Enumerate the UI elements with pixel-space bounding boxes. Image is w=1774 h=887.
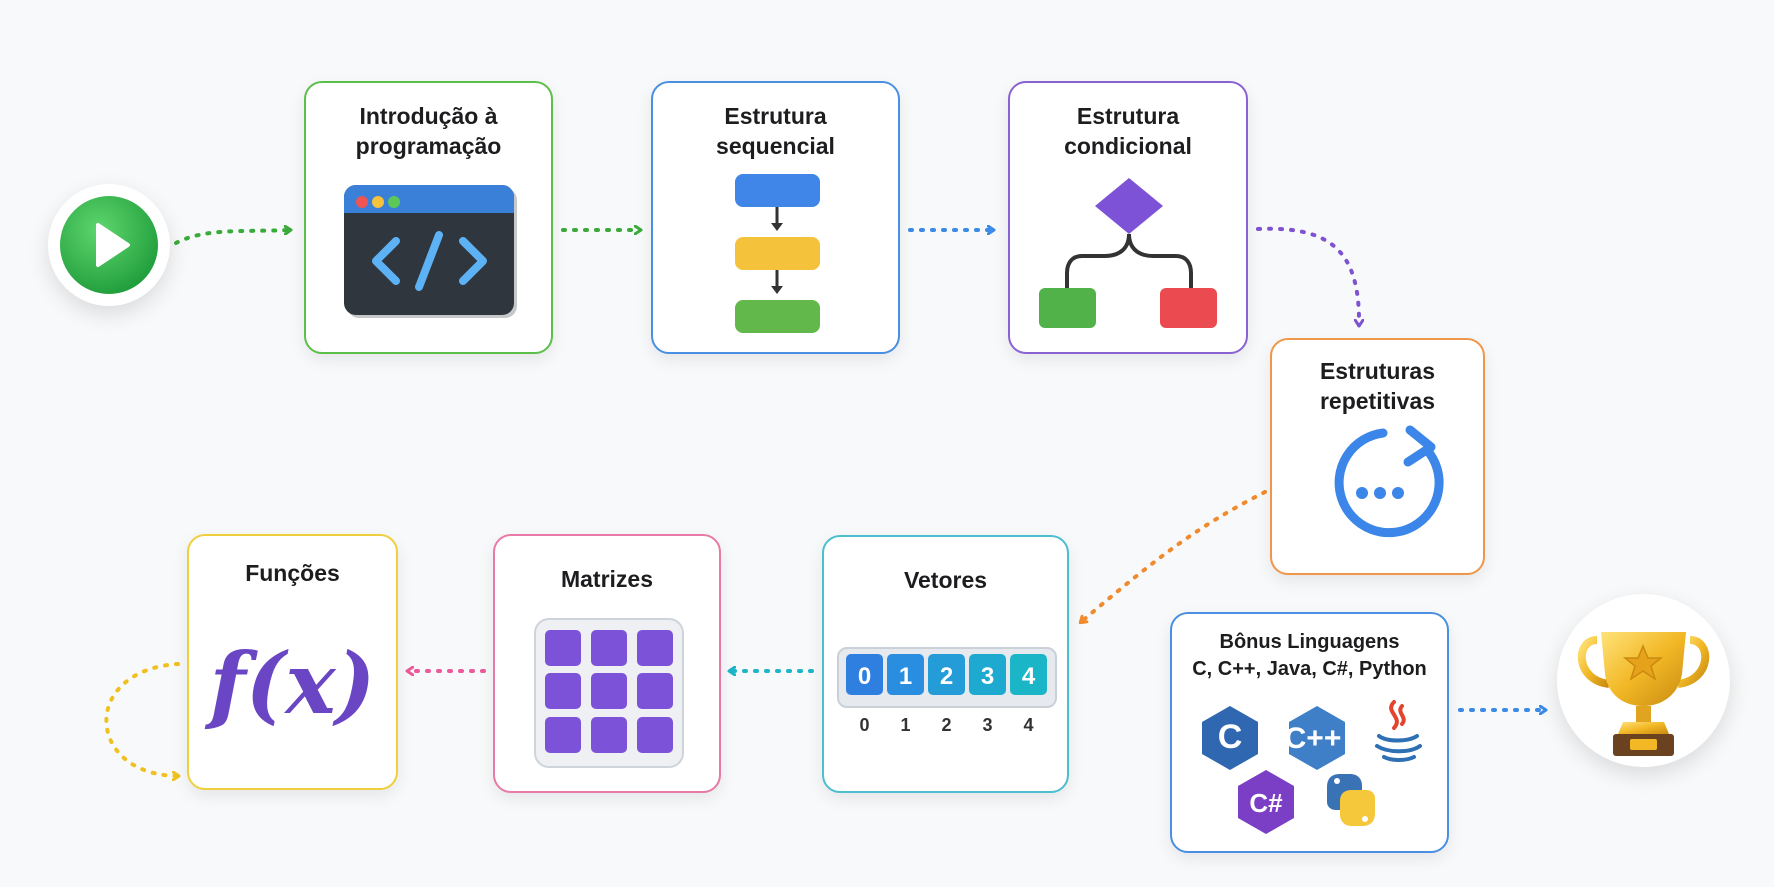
vector-index: 2 bbox=[941, 715, 951, 735]
vector-cell bbox=[887, 654, 924, 695]
step-functions[interactable]: Funções f(x) bbox=[187, 534, 398, 790]
step-sequential-structure[interactable]: Estrutura sequencial bbox=[651, 81, 900, 354]
csharp-language-icon: C# bbox=[1238, 770, 1294, 834]
loop-icon bbox=[1334, 425, 1444, 538]
vector-index: 3 bbox=[982, 715, 992, 735]
language-logos: C C++ C# bbox=[1202, 700, 1422, 834]
step-repetitive-structures[interactable]: Estruturas repetitivas bbox=[1270, 338, 1485, 575]
vector-cell bbox=[1010, 654, 1047, 695]
step-title: Matrizes bbox=[560, 566, 654, 592]
trophy-icon bbox=[1577, 632, 1710, 756]
step-title: Estrutura sequencial bbox=[716, 103, 835, 159]
step-title: Estruturas repetitivas bbox=[1319, 358, 1436, 414]
step-intro-programming[interactable]: Introdução à programação bbox=[304, 81, 553, 354]
vector-value: 4 bbox=[1022, 663, 1036, 690]
vector-value: 1 bbox=[899, 663, 912, 690]
c-language-icon: C bbox=[1202, 706, 1258, 770]
step-title: Funções bbox=[245, 560, 340, 586]
sequence-flowchart-icon bbox=[735, 174, 820, 333]
step-vectors[interactable]: Vetores 0 1 2 3 4 0 1 2 3 4 bbox=[822, 535, 1069, 793]
svg-text:C#: C# bbox=[1249, 788, 1283, 818]
svg-text:C++: C++ bbox=[1285, 722, 1342, 755]
bonus-languages-card[interactable]: Bônus Linguagens C, C++, Java, C#, Pytho… bbox=[1170, 612, 1449, 853]
step-title: Estrutura condicional bbox=[1064, 103, 1192, 159]
array-icon: 0 1 2 3 4 0 1 2 3 4 bbox=[837, 647, 1057, 735]
decision-flowchart-icon bbox=[1039, 178, 1217, 328]
bonus-title: Bônus Linguagens C, C++, Java, C#, Pytho… bbox=[1192, 631, 1427, 680]
vector-cell bbox=[969, 654, 1006, 695]
vector-cell bbox=[928, 654, 965, 695]
vector-value: 0 bbox=[858, 663, 871, 690]
step-title: Introdução à programação bbox=[355, 103, 502, 159]
vector-index: 1 bbox=[900, 715, 910, 735]
play-icon bbox=[60, 196, 158, 294]
vector-index: 0 bbox=[859, 715, 869, 735]
java-language-icon bbox=[1375, 700, 1422, 762]
step-title: Vetores bbox=[903, 567, 988, 593]
start-button[interactable] bbox=[48, 184, 170, 306]
arrow-functions-loop bbox=[104, 662, 178, 776]
cpp-language-icon: C++ bbox=[1285, 706, 1345, 770]
step-matrices[interactable]: Matrizes bbox=[493, 534, 721, 793]
arrow-conditional-to-loops bbox=[1256, 226, 1359, 325]
arrow-loops-to-vectors bbox=[1081, 490, 1267, 622]
python-language-icon bbox=[1327, 774, 1375, 826]
code-window-icon bbox=[344, 185, 517, 318]
grid-icon bbox=[534, 618, 684, 768]
vector-cell bbox=[846, 654, 883, 695]
vector-value: 3 bbox=[981, 663, 994, 690]
function-label: f(x) bbox=[209, 634, 376, 733]
arrow-start-to-intro bbox=[174, 230, 290, 245]
step-conditional-structure[interactable]: Estrutura condicional bbox=[1008, 81, 1248, 354]
svg-text:C: C bbox=[1218, 718, 1243, 756]
finish-trophy bbox=[1557, 594, 1730, 767]
vector-value: 2 bbox=[940, 663, 953, 690]
vector-index: 4 bbox=[1023, 715, 1033, 735]
